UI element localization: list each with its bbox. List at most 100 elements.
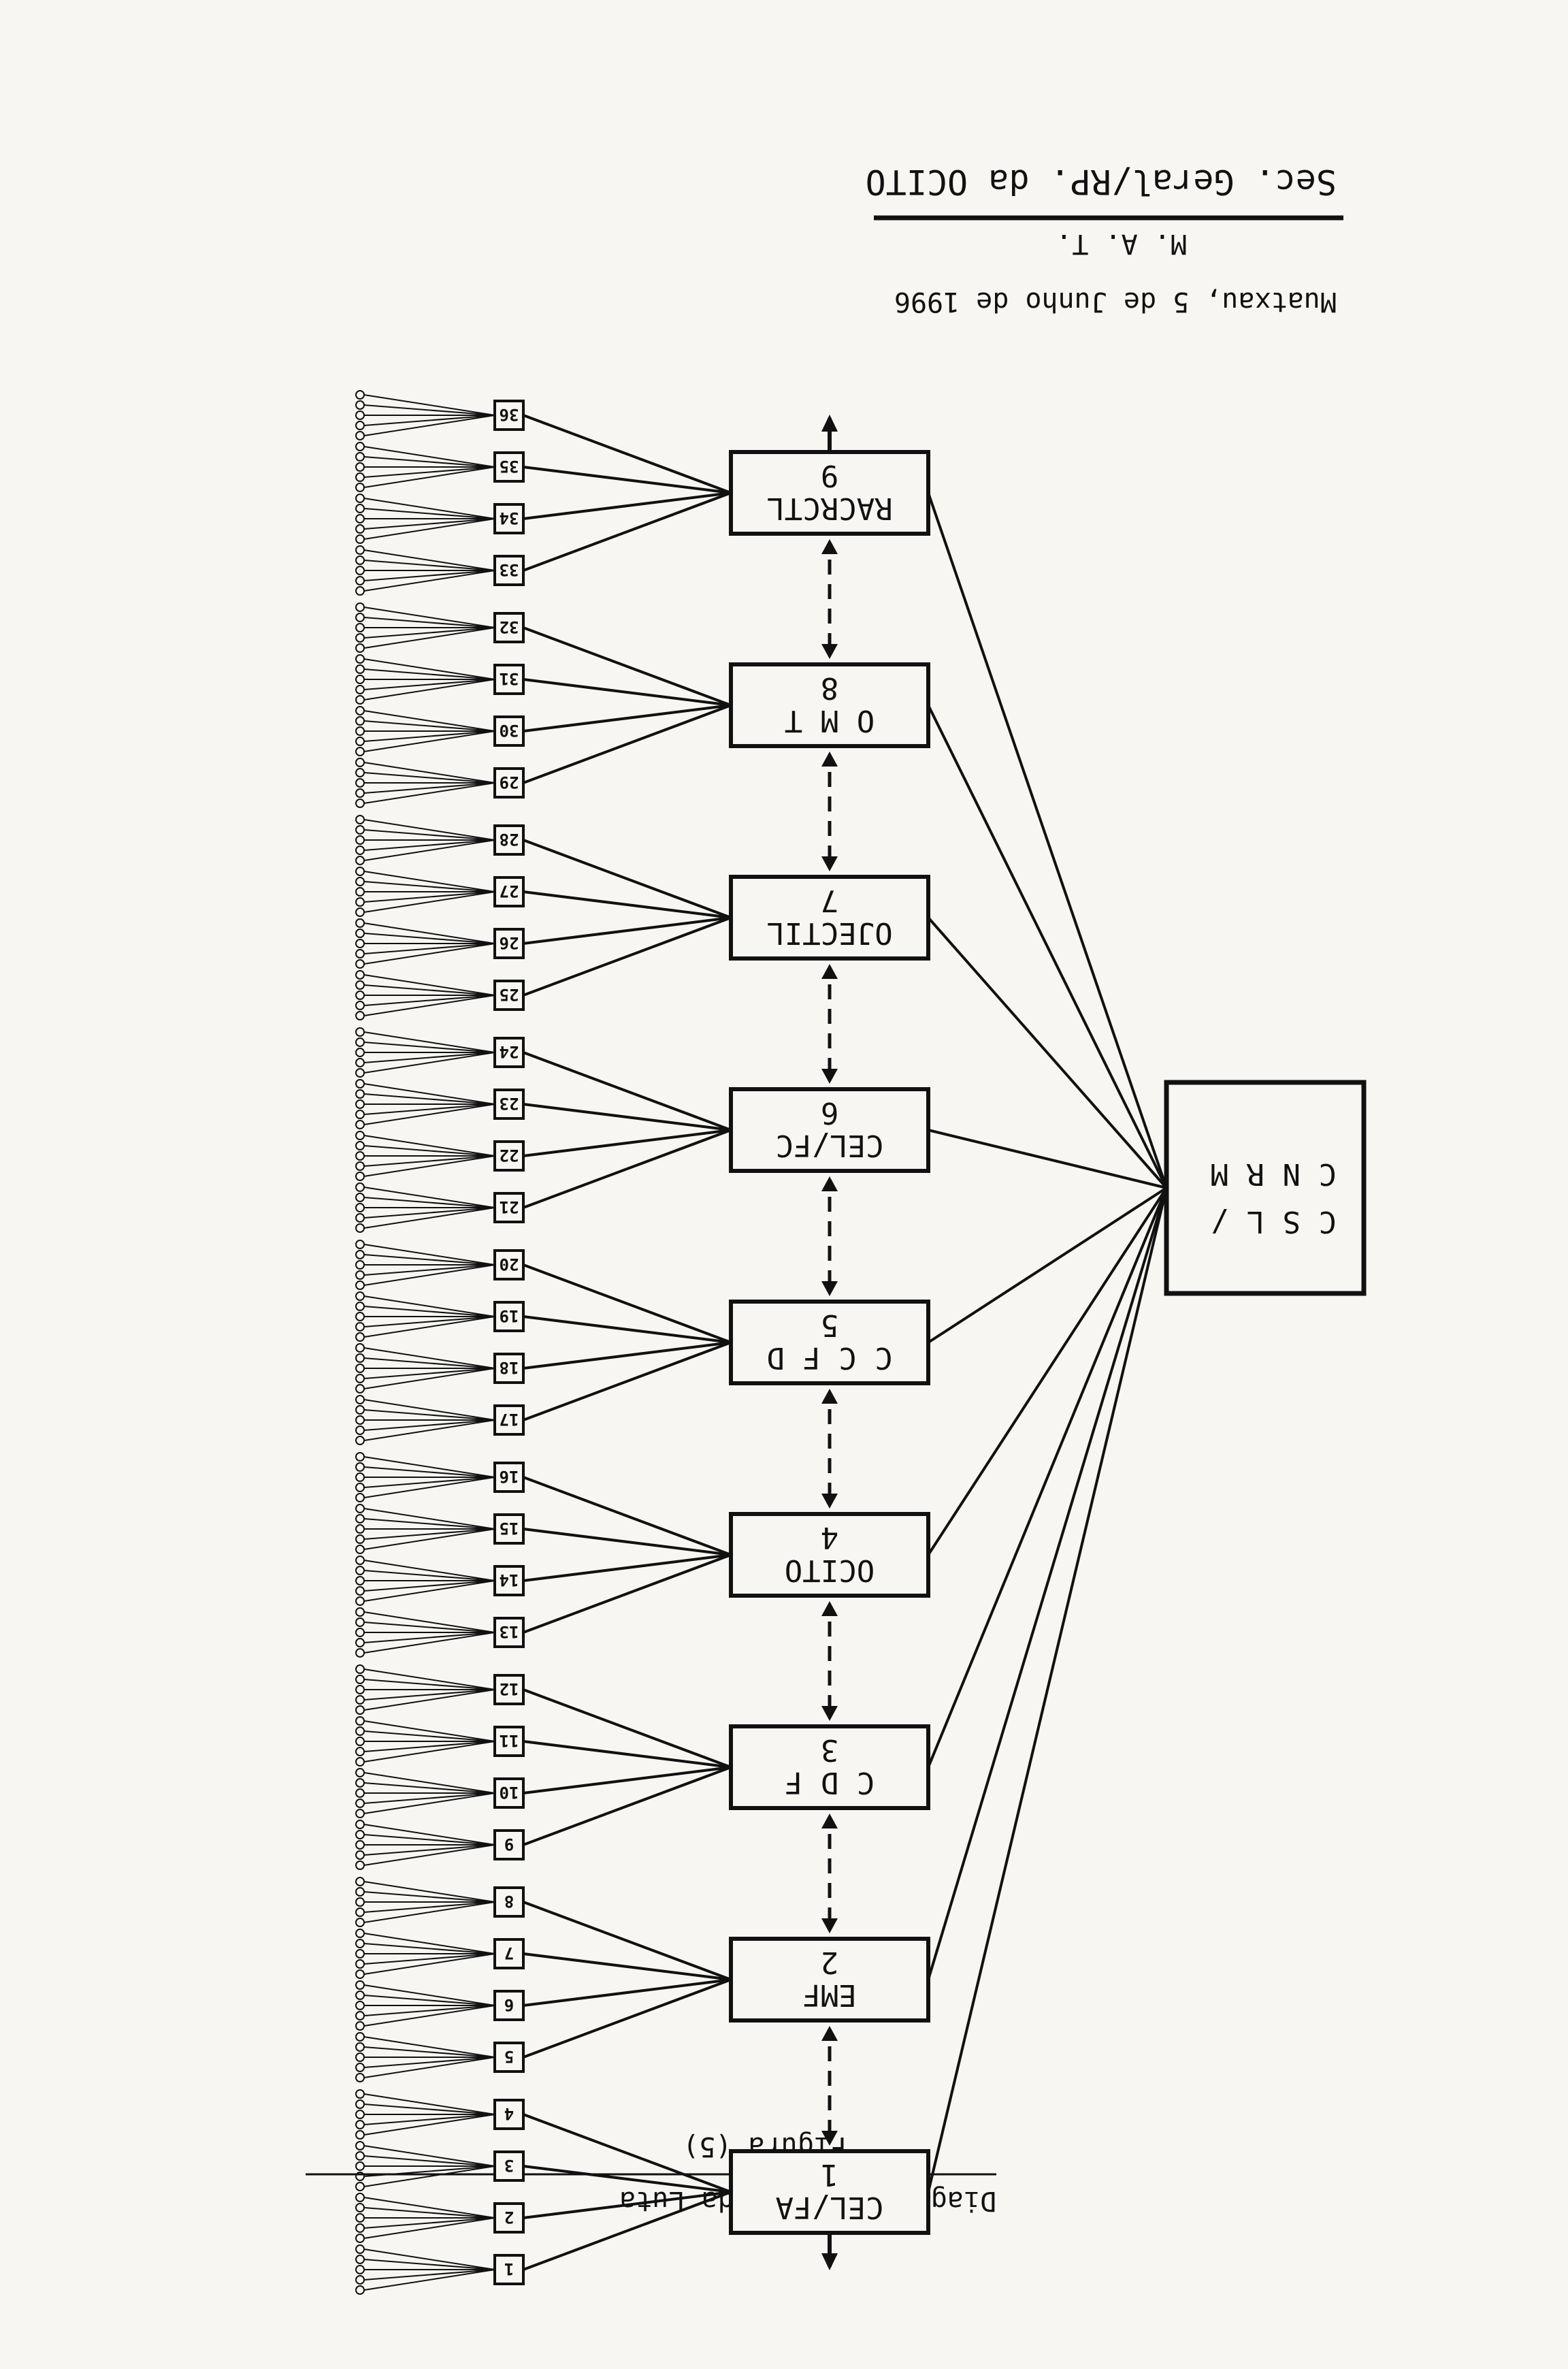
member-node-label: 10 [500, 1783, 519, 1802]
org-name: OCITO [785, 1553, 875, 1588]
member-fan [355, 706, 495, 756]
member-node-18: 18 [493, 1353, 525, 1384]
member-node-24: 24 [493, 1037, 525, 1068]
member-fan [355, 1664, 495, 1715]
central-link [928, 1129, 1167, 1189]
member-node-36: 36 [493, 400, 525, 431]
member-fan [355, 2141, 495, 2191]
peer-link [821, 964, 838, 1084]
peer-link [821, 1814, 838, 1933]
member-fan [355, 1768, 495, 1818]
member-node-9: 9 [493, 1829, 525, 1860]
member-fan [355, 1291, 495, 1342]
member-fan [355, 1027, 495, 1078]
node-link [523, 2165, 732, 2193]
member-node-label: 13 [500, 1622, 519, 1641]
member-node-6: 6 [493, 1990, 525, 2021]
member-fan [355, 2032, 495, 2082]
org-number: 8 [821, 671, 839, 705]
node-link [523, 414, 732, 494]
peer-link [821, 752, 838, 871]
org-name: EMF [802, 1978, 856, 2012]
org-box-3: C D F3 [729, 1724, 930, 1810]
member-node-20: 20 [493, 1249, 525, 1280]
member-node-label: 20 [500, 1255, 519, 1274]
member-node-31: 31 [493, 664, 525, 695]
member-node-16: 16 [493, 1462, 525, 1493]
member-node-33: 33 [493, 555, 525, 586]
member-fan [355, 494, 495, 544]
member-fan [355, 2193, 495, 2243]
member-node-12: 12 [493, 1674, 525, 1705]
member-node-3: 3 [493, 2150, 525, 2182]
header-block: Sec. Geral/RP. da OCITO M. A. T. Muatxau… [866, 162, 1343, 317]
node-link [523, 916, 732, 945]
member-fan [355, 1716, 495, 1767]
member-fan [355, 1504, 495, 1554]
member-node-label: 35 [500, 457, 519, 476]
peer-link [821, 1389, 838, 1509]
org-box-5: C C F D5 [729, 1300, 930, 1385]
central-link [927, 1187, 1168, 1980]
node-link [523, 916, 732, 997]
member-node-2: 2 [493, 2202, 525, 2234]
org-name: CEL/FC [776, 1128, 884, 1163]
member-node-15: 15 [493, 1513, 525, 1545]
org-name: OJECTIL [766, 916, 892, 950]
member-node-label: 32 [500, 617, 519, 636]
node-link [523, 1978, 732, 2007]
node-link [523, 890, 732, 919]
node-link [523, 2113, 732, 2193]
org-box-frame [729, 2149, 930, 2235]
secretariat-label: Sec. Geral/RP. da OCITO [866, 162, 1337, 202]
node-link [523, 1978, 732, 2059]
org-name: CEL/FA [776, 2190, 884, 2225]
member-node-34: 34 [493, 503, 525, 534]
org-box-frame [729, 450, 930, 536]
org-box-8: O M T8 [729, 662, 930, 748]
member-fan [355, 970, 495, 1020]
place-date-label: Muatxau, 5 de Junho de 1996 [894, 286, 1337, 317]
member-node-13: 13 [493, 1617, 525, 1648]
peer-link [821, 539, 838, 659]
peer-link [821, 1601, 838, 1721]
member-node-label: 33 [500, 560, 519, 579]
member-node-19: 19 [493, 1301, 525, 1332]
member-node-label: 3 [504, 2156, 514, 2175]
central-link [927, 705, 1168, 1189]
member-node-label: 8 [504, 1892, 514, 1911]
member-fan [355, 1131, 495, 1181]
node-link [523, 1528, 732, 1556]
member-fan [355, 545, 495, 596]
member-node-label: 6 [504, 1995, 514, 2014]
member-node-35: 35 [493, 451, 525, 483]
member-nodes: 1234567891011121314151617181920212223242… [355, 390, 525, 2295]
member-fan [355, 1929, 495, 1979]
member-fan [355, 1980, 495, 2031]
bottom-arrowhead [821, 415, 838, 432]
node-link [523, 1688, 732, 1769]
node-link [523, 491, 732, 520]
org-name: RACRCTL [766, 491, 892, 526]
member-node-label: 5 [504, 2047, 514, 2066]
member-node-label: 27 [500, 882, 519, 901]
initials-label: M. A. T. [1056, 228, 1187, 259]
org-name: O M T [785, 703, 875, 738]
member-node-4: 4 [493, 2099, 525, 2130]
node-link [523, 1766, 732, 1794]
node-link [523, 1901, 732, 1981]
node-link [523, 466, 732, 494]
org-box-6: CEL/FC6 [729, 1087, 930, 1173]
member-node-label: 14 [500, 1570, 519, 1590]
member-node-17: 17 [493, 1404, 525, 1436]
node-link [523, 626, 732, 707]
member-fan [355, 867, 495, 917]
member-node-14: 14 [493, 1565, 525, 1596]
member-fan [355, 1452, 495, 1502]
org-box-frame [729, 662, 930, 748]
top-arrowhead [821, 2253, 838, 2270]
node-link [523, 1129, 732, 1157]
